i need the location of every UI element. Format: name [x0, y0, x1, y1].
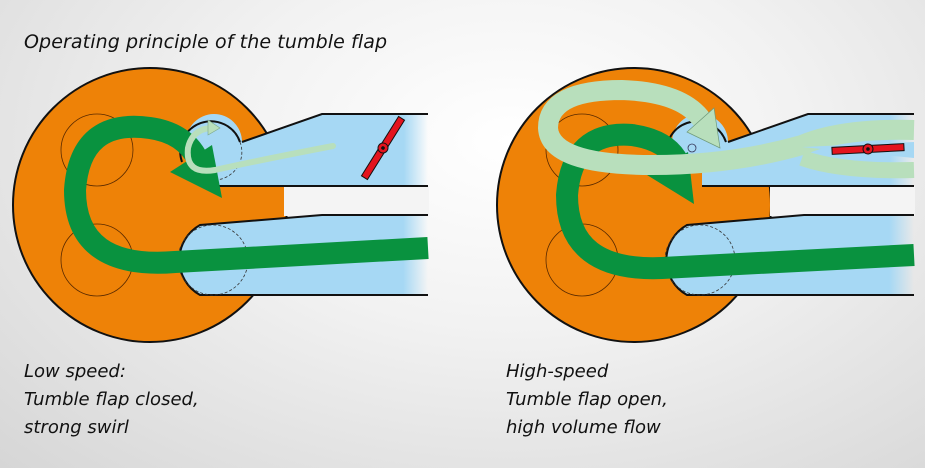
cylinder-bore	[12, 67, 288, 343]
valve-outline	[545, 113, 619, 187]
diagram-title: Operating principle of the tumble flap	[24, 31, 388, 53]
caption-line: strong swirl	[24, 417, 129, 438]
caption-line: High-speed	[506, 361, 609, 382]
caption-line: Low speed:	[24, 361, 126, 382]
low-speed-caption: Low speed: Tumble flap closed, strong sw…	[24, 358, 199, 442]
cylinder-bore	[496, 67, 772, 343]
high-speed-diagram	[496, 67, 915, 343]
tumble-flap-closed	[360, 115, 406, 181]
main-flow-arrow	[63, 115, 429, 274]
caption-line: Tumble flap closed,	[24, 389, 199, 410]
low-speed-diagram	[12, 67, 429, 343]
high-speed-caption: High-speed Tumble flap open, high volume…	[506, 358, 668, 442]
valve-outline	[60, 113, 134, 187]
high-volume-flow-arrow	[537, 79, 915, 176]
swirl-flow-arrow	[184, 125, 336, 174]
tumble-flap-open	[831, 143, 905, 155]
caption-line: Tumble flap open,	[506, 389, 668, 410]
main-flow-arrow	[555, 123, 915, 280]
caption-line: high volume flow	[506, 417, 661, 438]
high-volume-flow-arrowhead	[686, 107, 721, 149]
